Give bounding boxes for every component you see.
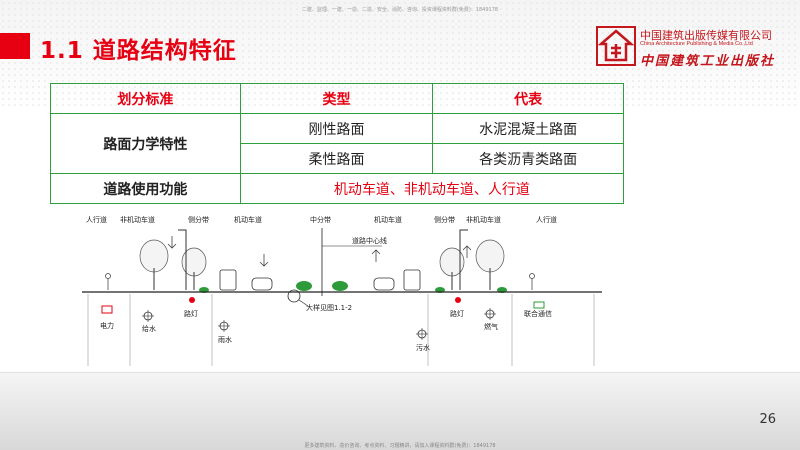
label-power: 电力 [100, 321, 114, 330]
type-cell: 刚性路面 [239, 113, 434, 144]
road-surface-line [82, 291, 602, 366]
slide-title: 1.1 道路结构特征 [40, 38, 237, 64]
label-water-supply: 给水 [142, 324, 156, 333]
type-cell: 柔性路面 [239, 143, 434, 174]
criterion-cell: 路面力学特性 [50, 113, 241, 174]
label-nonmotor-left: 非机动车道 [120, 215, 155, 224]
floor-horizon-line [0, 372, 800, 373]
table-row: 路面力学特性 刚性路面 水泥混凝土路面 [50, 113, 624, 174]
trees-right [439, 239, 505, 290]
label-rainwater: 雨水 [218, 335, 232, 344]
floor-background [0, 372, 800, 450]
label-streetlight-left: 路灯 [184, 309, 198, 318]
header-criterion: 划分标准 [50, 83, 241, 114]
label-motor-left: 机动车道 [234, 215, 262, 224]
vehicles [219, 269, 421, 291]
trees-left [139, 239, 207, 290]
label-sewage: 污水 [416, 343, 430, 352]
utility-rainwater: 雨水 [218, 320, 232, 344]
utility-telecom: 联合通信 [524, 301, 552, 318]
pedestrians [105, 273, 535, 290]
utility-gas: 燃气 [484, 308, 498, 331]
function-value-cell: 机动车道、非机动车道、人行道 [239, 173, 625, 204]
publisher-logo-icon [596, 26, 636, 66]
utility-water-supply: 给水 [142, 310, 156, 333]
label-sidewalk-left: 人行道 [86, 215, 107, 224]
table-row: 道路使用功能 机动车道、非机动车道、人行道 [50, 173, 625, 204]
example-cell: 各类沥青类路面 [432, 143, 624, 174]
criterion-cell: 道路使用功能 [50, 173, 241, 204]
title-accent-bar [0, 33, 30, 59]
example-cell: 水泥混凝土路面 [432, 113, 624, 144]
page-number: 26 [759, 412, 776, 427]
label-streetlight-right: 路灯 [450, 309, 464, 318]
table-row: 柔性路面 各类沥青类路面 [51, 143, 624, 174]
label-detail-reference: 大样见图1.1-2 [306, 303, 352, 312]
publisher-name-cn: 中国建筑出版传媒有限公司 [640, 29, 772, 42]
utility-sewage: 污水 [416, 328, 430, 352]
label-motor-right: 机动车道 [374, 215, 402, 224]
bottom-watermark-note: 更多建筑资料、造价咨询、考点资料、习题精讲，请加入课程资料群(免费)：18491… [304, 443, 496, 449]
street-lamps [178, 229, 468, 290]
utility-streetlight-left: 路灯 [184, 297, 198, 318]
centerline-marker: 道路中心线 [321, 228, 387, 296]
header-example: 代表 [432, 83, 624, 114]
label-side-divider-left: 侧分带 [188, 215, 209, 224]
table-header-row: 划分标准 类型 代表 [50, 83, 624, 114]
publisher-name-en: China Architecture Publishing & Media Co… [640, 41, 753, 47]
median-planting [296, 281, 348, 291]
publisher-imprint-cn: 中国建筑工业出版社 [640, 54, 776, 69]
label-nonmotor-right: 非机动车道 [466, 215, 501, 224]
publisher-logo: 中国建筑出版传媒有限公司 China Architecture Publishi… [596, 24, 796, 70]
label-gas: 燃气 [484, 322, 498, 331]
detail-callout: 大样见图1.1-2 [287, 289, 352, 312]
utility-streetlight-right: 路灯 [450, 297, 464, 318]
top-watermark-note: 二建、监理、一建、一造、二造、安全、消防、咨询、投资课程资料群(免费)：1849… [301, 7, 499, 13]
header-type: 类型 [239, 83, 434, 114]
road-cross-section-diagram: 人行道 非机动车道 侧分带 机动车道 中分带 机动车道 侧分带 非机动车道 人行… [82, 206, 602, 366]
direction-arrows [167, 236, 472, 267]
label-side-divider-right: 侧分带 [434, 215, 455, 224]
road-classification-table: 划分标准 类型 代表 路面力学特性 刚性路面 水泥混凝土路面 柔性路面 各类沥青… [50, 83, 625, 204]
label-telecom: 联合通信 [524, 309, 552, 318]
label-centerline: 道路中心线 [352, 236, 387, 245]
label-sidewalk-right: 人行道 [536, 215, 557, 224]
utility-power: 电力 [100, 305, 114, 330]
label-median: 中分带 [310, 215, 331, 224]
